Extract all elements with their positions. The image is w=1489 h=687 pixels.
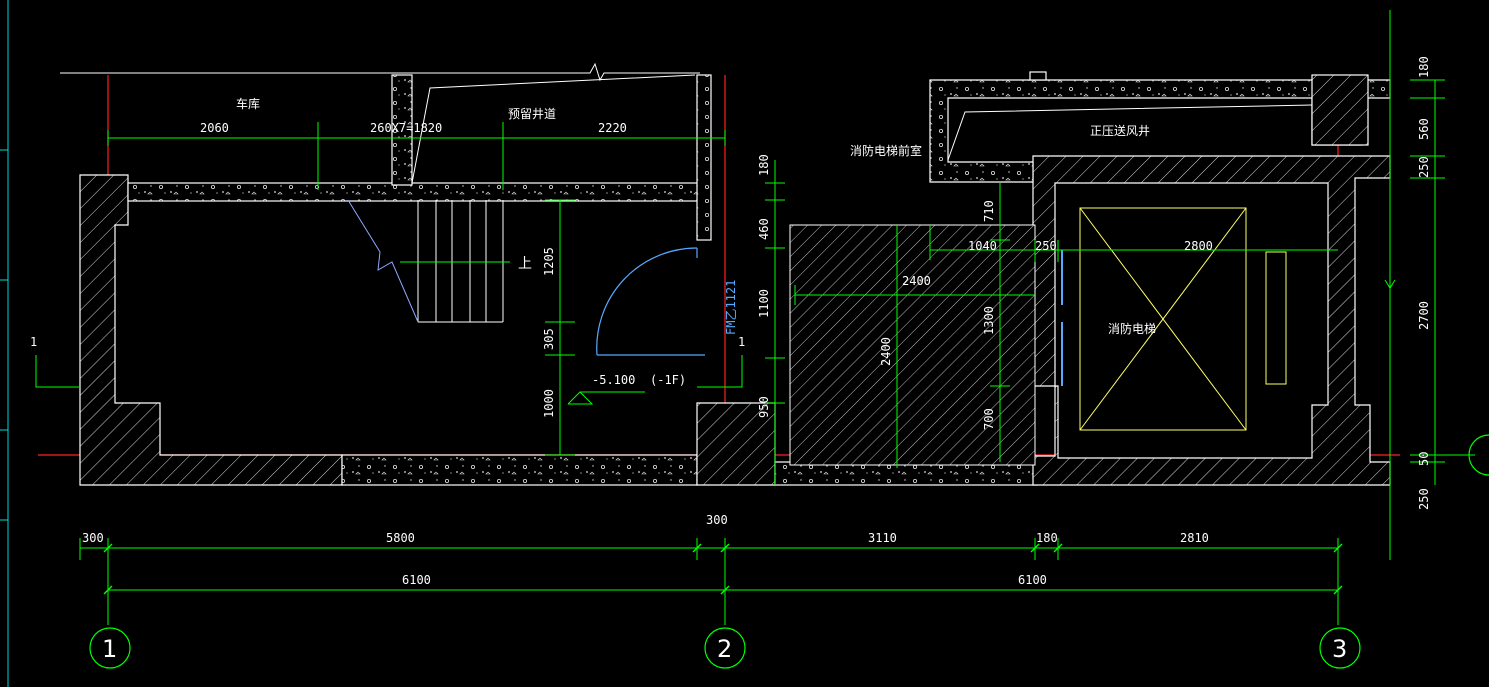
dim-stair-1205: 1205 <box>542 247 556 276</box>
room-pressure-shaft: 正压送风井 <box>1090 123 1150 138</box>
dim-v180: 180 <box>757 154 771 176</box>
dim-v460: 460 <box>757 218 771 240</box>
dim-h2400: 2400 <box>902 274 931 288</box>
axis-bubbles <box>89 434 1489 669</box>
walls <box>79 71 1391 486</box>
room-fire-elevator: 消防电梯 <box>1108 321 1156 336</box>
dim-v710: 710 <box>982 200 996 222</box>
dim-r560: 560 <box>1417 118 1431 140</box>
dim-b300a: 300 <box>82 531 104 545</box>
dim-r180: 180 <box>1417 56 1431 78</box>
dim-b300b: 300 <box>706 513 728 527</box>
dim-v1300: 1300 <box>982 306 996 335</box>
axis-label-1: 1 <box>102 635 117 663</box>
top-boundary <box>60 62 700 82</box>
door-swing <box>596 247 705 356</box>
dimension-ticks <box>103 543 1343 595</box>
dim-top-left: 2060 <box>200 121 229 135</box>
dim-r50: 50 <box>1417 452 1431 466</box>
section-mark-right: 1 <box>738 335 745 349</box>
room-reserved-shaft: 预留井道 <box>508 107 556 121</box>
level-label: -5.100 <box>592 373 635 387</box>
dim-h1040: 1040 <box>968 239 997 253</box>
dim-b5800: 5800 <box>386 531 415 545</box>
axis-label-2: 2 <box>717 635 732 663</box>
stair-formula: 260X7=1820 <box>370 121 442 135</box>
dim-b6100b: 6100 <box>1018 573 1047 587</box>
dim-b2810: 2810 <box>1180 531 1209 545</box>
section-mark-left: 1 <box>30 335 37 349</box>
dim-h2800: 2800 <box>1184 239 1213 253</box>
dim-r250a: 250 <box>1417 156 1431 178</box>
shaft-lines <box>411 74 1313 184</box>
dimension-lines <box>35 10 1475 625</box>
dim-v950: 950 <box>757 396 771 418</box>
stair <box>347 199 510 323</box>
door-tag: FM乙1121 <box>724 280 738 335</box>
dim-v700: 700 <box>982 408 996 430</box>
dim-h250: 250 <box>1035 239 1057 253</box>
dim-b6100a: 6100 <box>402 573 431 587</box>
dim-stair-305: 305 <box>542 328 556 350</box>
dim-b180: 180 <box>1036 531 1058 545</box>
dim-top-right: 2220 <box>598 121 627 135</box>
dim-r2700: 2700 <box>1417 301 1431 330</box>
room-garage: 车库 <box>236 96 260 111</box>
dim-b3110: 3110 <box>868 531 897 545</box>
axis-label-3: 3 <box>1332 635 1347 663</box>
floor-label: (-1F) <box>650 373 686 387</box>
room-fire-lobby: 消防电梯前室 <box>850 143 922 158</box>
dim-stair-1000: 1000 <box>542 389 556 418</box>
elevator-car <box>1079 207 1287 431</box>
lobby-hatch <box>789 224 1036 466</box>
dim-r250b: 250 <box>1417 488 1431 510</box>
stair-up-label: 上 <box>518 256 532 272</box>
dim-v1100: 1100 <box>757 289 771 318</box>
dim-v2400: 2400 <box>879 337 893 366</box>
frame-lines <box>0 0 9 687</box>
